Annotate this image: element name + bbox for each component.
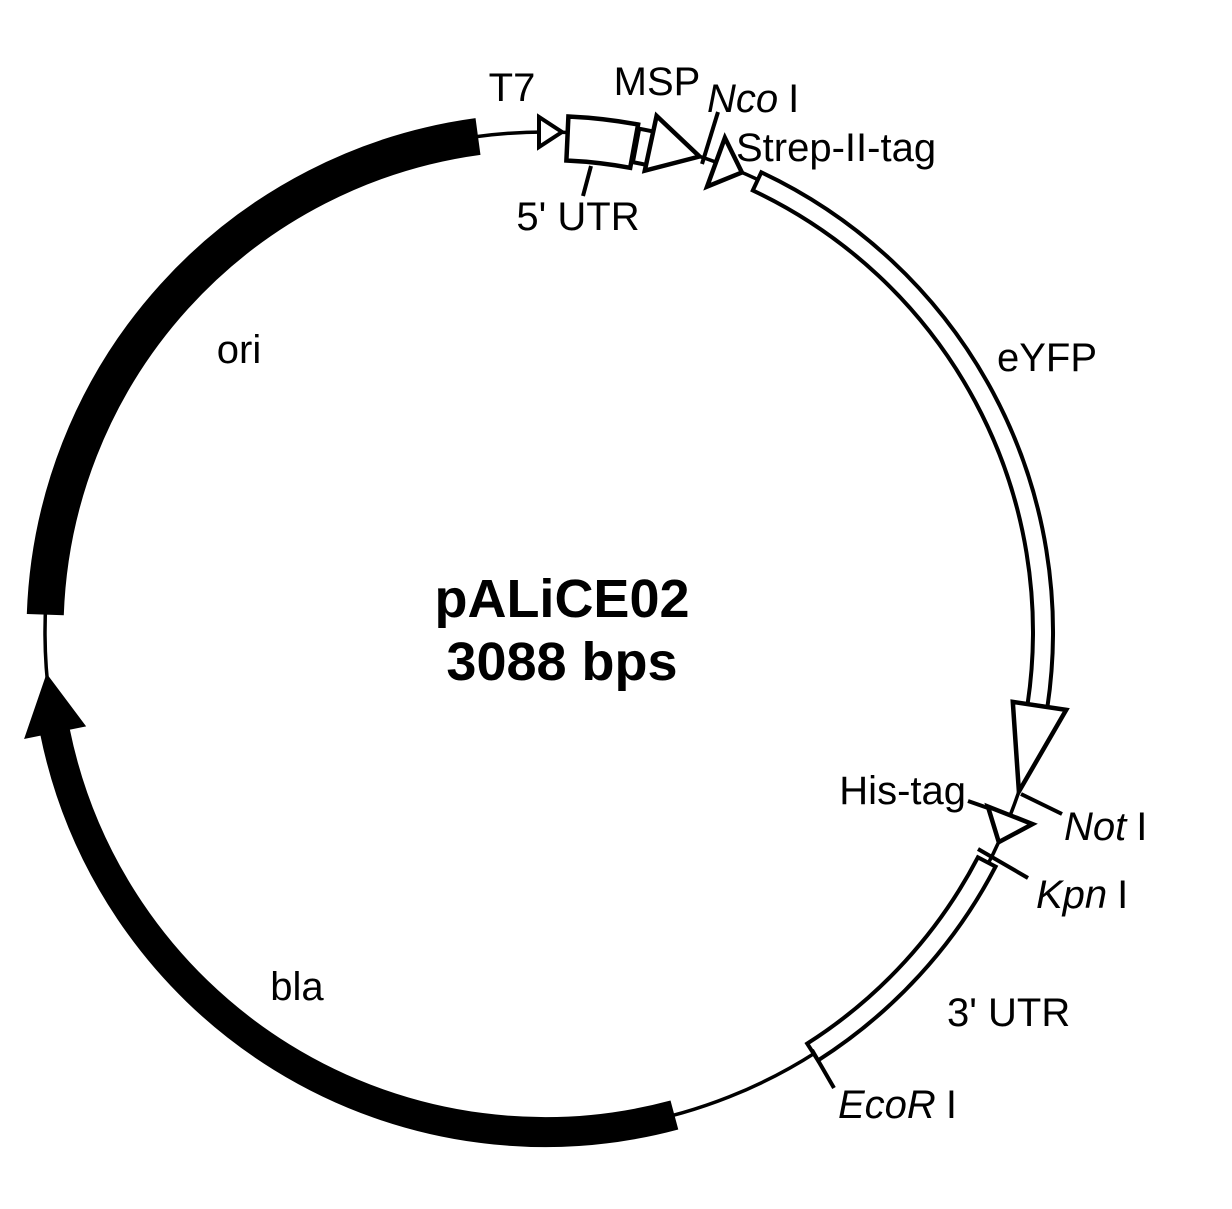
eyfp-arrowhead — [1010, 699, 1070, 799]
eyfp-arc — [750, 169, 1055, 710]
bla-arc — [40, 728, 679, 1148]
utr5-label: 5' UTR — [516, 195, 639, 239]
utr3-label: 3' UTR — [947, 991, 1070, 1035]
ecori-enzyme-text: EcoR — [838, 1083, 936, 1127]
bla-arrowhead — [24, 673, 87, 740]
ncoi-site-text: I — [788, 77, 799, 121]
noti-enzyme-text: Not — [1064, 805, 1128, 849]
noti-tick-line — [1020, 792, 1063, 816]
kpni-enzyme-text: Kpn — [1036, 873, 1107, 917]
utr5-tick-line — [581, 165, 593, 197]
ori-label: ori — [217, 328, 261, 372]
ncoi-enzyme-text: Nco — [707, 77, 778, 121]
msp-label: MSP — [614, 60, 701, 104]
noti-site-text: I — [1136, 805, 1147, 849]
utr5-box — [564, 114, 641, 171]
strep-tag-arrow — [703, 132, 745, 191]
ecori-tick-line — [810, 1048, 836, 1090]
plasmid-name: pALiCE02 — [434, 569, 689, 629]
strep-tag-label: Strep-II-tag — [736, 126, 936, 170]
his-tag-arrow — [984, 802, 1038, 846]
ori-arc — [26, 118, 481, 616]
msp-arrow — [641, 111, 704, 174]
ncoi-tick-line — [700, 111, 720, 165]
his-tag-label: His-tag — [839, 769, 966, 813]
ecori-site-text: I — [946, 1083, 957, 1127]
t7-label: T7 — [489, 66, 536, 110]
eyfp-label: eYFP — [997, 336, 1097, 380]
his-tag-tick-line — [967, 799, 989, 810]
bla-label: bla — [270, 965, 324, 1009]
kpni-site-text: I — [1117, 873, 1128, 917]
t7-promoter-arrow — [537, 113, 566, 151]
plasmid-size: 3088 bps — [446, 632, 677, 692]
kpni-tick-line — [976, 847, 1030, 880]
